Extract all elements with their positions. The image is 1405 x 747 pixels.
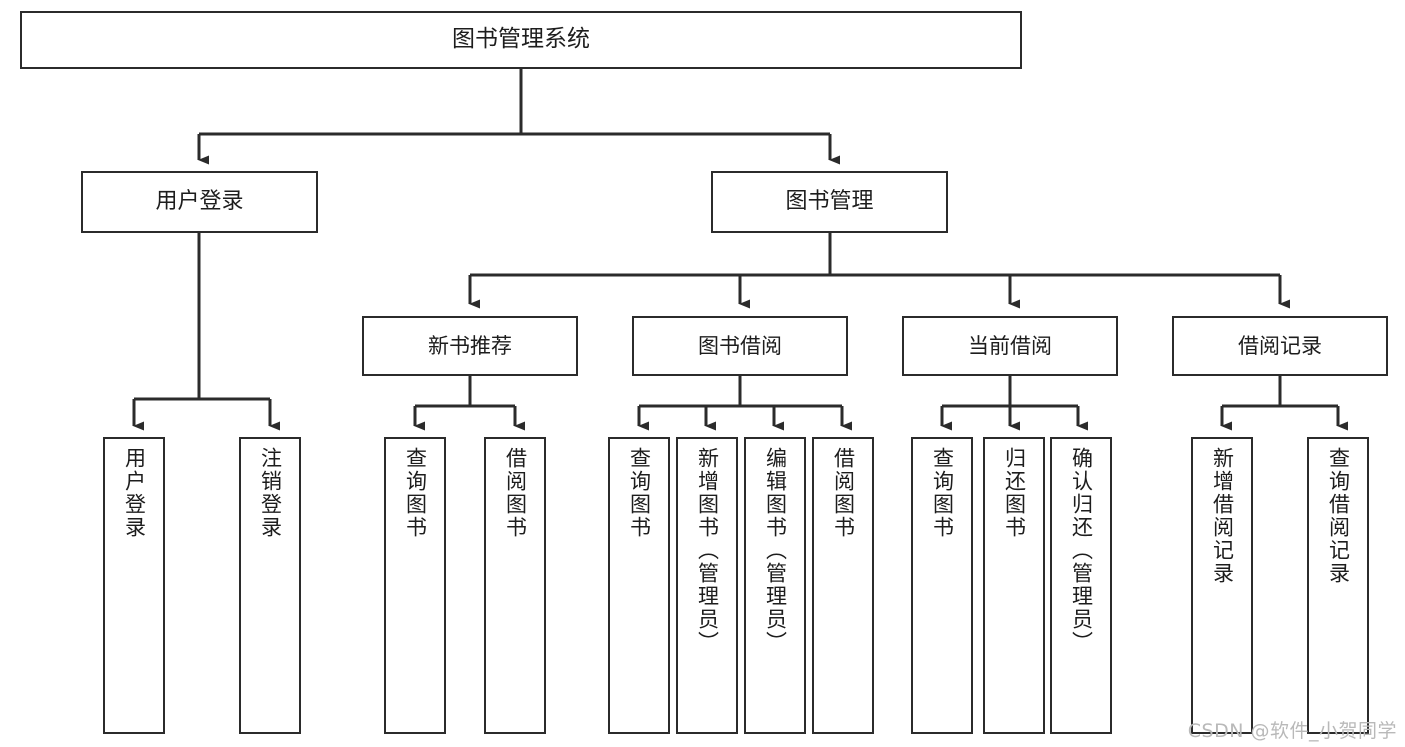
node-borrow-record[interactable]: 借阅记录: [1172, 316, 1388, 376]
node-label: 编辑图书（管理员）: [763, 447, 788, 654]
node-label: 当前借阅: [968, 333, 1052, 358]
node-label: 新书推荐: [428, 333, 512, 358]
node-book-management[interactable]: 图书管理: [711, 171, 948, 233]
node-label: 图书借阅: [698, 333, 782, 358]
node-label: 注销登录: [258, 447, 283, 539]
leaf-user-logout[interactable]: 注销登录: [239, 437, 301, 734]
node-label: 查询图书: [930, 447, 955, 539]
node-label: 用户登录: [155, 189, 244, 215]
node-label: 用户登录: [122, 447, 147, 539]
leaf-borrow-book-new-recommend[interactable]: 借阅图书: [484, 437, 546, 734]
node-label: 查询借阅记录: [1326, 447, 1351, 585]
node-new-book-recommend[interactable]: 新书推荐: [362, 316, 578, 376]
leaf-query-book-borrow[interactable]: 查询图书: [608, 437, 670, 734]
node-label: 图书管理系统: [452, 26, 590, 53]
leaf-add-book-admin[interactable]: 新增图书（管理员）: [676, 437, 738, 734]
node-label: 确认归还（管理员）: [1069, 447, 1094, 654]
node-label: 借阅图书: [503, 447, 528, 539]
connector-currentborrow-to-leaves: [940, 376, 1088, 431]
leaf-edit-book-admin[interactable]: 编辑图书（管理员）: [744, 437, 806, 734]
node-label: 归还图书: [1002, 447, 1027, 539]
leaf-add-borrow-record[interactable]: 新增借阅记录: [1191, 437, 1253, 734]
connector-userlogin-to-leaves: [132, 233, 280, 431]
connector-borrowrecord-to-leaves: [1220, 376, 1348, 431]
leaf-borrow-book-borrow[interactable]: 借阅图书: [812, 437, 874, 734]
node-label: 查询图书: [627, 447, 652, 539]
node-current-borrow[interactable]: 当前借阅: [902, 316, 1118, 376]
node-root-book-management-system[interactable]: 图书管理系统: [20, 11, 1022, 69]
node-user-login[interactable]: 用户登录: [81, 171, 318, 233]
leaf-confirm-return-admin[interactable]: 确认归还（管理员）: [1050, 437, 1112, 734]
leaf-return-book[interactable]: 归还图书: [983, 437, 1045, 734]
connector-bookborrow-to-leaves: [637, 376, 852, 431]
node-label: 借阅图书: [831, 447, 856, 539]
node-label: 新增借阅记录: [1210, 447, 1235, 585]
node-label: 借阅记录: [1238, 333, 1322, 358]
connector-newbook-to-leaves: [413, 376, 525, 431]
connector-bookmgmt-to-level3: [468, 233, 1290, 309]
connector-root-to-level2: [197, 69, 840, 165]
node-book-borrow[interactable]: 图书借阅: [632, 316, 848, 376]
node-label: 新增图书（管理员）: [695, 447, 720, 654]
node-label: 查询图书: [403, 447, 428, 539]
leaf-user-login[interactable]: 用户登录: [103, 437, 165, 734]
leaf-query-book-current[interactable]: 查询图书: [911, 437, 973, 734]
node-label: 图书管理: [785, 189, 874, 215]
leaf-query-book-new-recommend[interactable]: 查询图书: [384, 437, 446, 734]
leaf-query-borrow-record[interactable]: 查询借阅记录: [1307, 437, 1369, 734]
